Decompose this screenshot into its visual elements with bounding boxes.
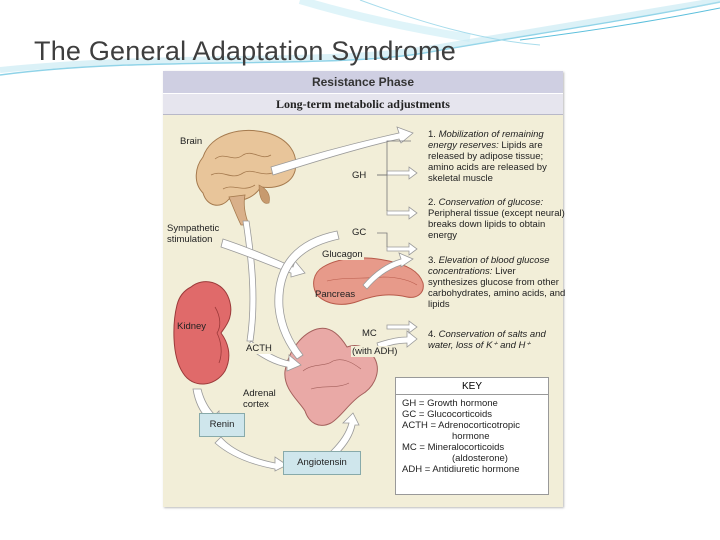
hormone-with-adh: (with ADH): [351, 346, 398, 357]
kidney-illustration: [174, 282, 231, 384]
renin-box: Renin: [199, 413, 245, 437]
adrenal-cortex-label: Adrenal cortex: [243, 388, 276, 410]
key-row-gc: GC = Glucocorticoids: [396, 409, 548, 420]
pancreas-label: Pancreas: [315, 289, 355, 300]
key-row-acth-cont: hormone: [396, 431, 548, 442]
brain-illustration: [196, 130, 296, 225]
kidney-label: Kidney: [177, 321, 206, 332]
hormone-glucagon: Glucagon: [321, 249, 364, 260]
hormone-gc: GC: [351, 227, 367, 238]
effect-1: 1. Mobilization of remaining energy rese…: [428, 129, 566, 184]
effect-2: 2. Conservation of glucose: Peripheral t…: [428, 197, 566, 241]
slide-title: The General Adaptation Syndrome: [34, 36, 456, 67]
hormone-acth: ACTH: [245, 343, 273, 354]
brain-label: Brain: [180, 136, 202, 147]
key-row-mc: MC = Mineralocorticoids: [396, 442, 548, 453]
connector-lines: [377, 141, 411, 247]
angiotensin-box: Angiotensin: [283, 451, 361, 475]
key-legend: KEY GH = Growth hormone GC = Glucocortic…: [395, 377, 549, 495]
effect-4: 4. Conservation of salts and water, loss…: [428, 329, 566, 351]
key-row-acth: ACTH = Adrenocorticotropic: [396, 420, 548, 431]
key-title: KEY: [396, 378, 548, 395]
key-row-mc-cont: (aldosterone): [396, 453, 548, 464]
key-row-gh: GH = Growth hormone: [396, 398, 548, 409]
sympathetic-stimulation-label: Sympathetic stimulation: [167, 223, 219, 245]
effect-3: 3. Elevation of blood glucose concentrat…: [428, 255, 566, 310]
hormone-mc: MC: [361, 328, 378, 339]
key-row-adh: ADH = Antidiuretic hormone: [396, 464, 548, 475]
hormone-gh: GH: [351, 170, 367, 181]
adrenal-illustration: [285, 328, 377, 425]
resistance-phase-figure: Resistance Phase Long-term metabolic adj…: [163, 71, 563, 507]
